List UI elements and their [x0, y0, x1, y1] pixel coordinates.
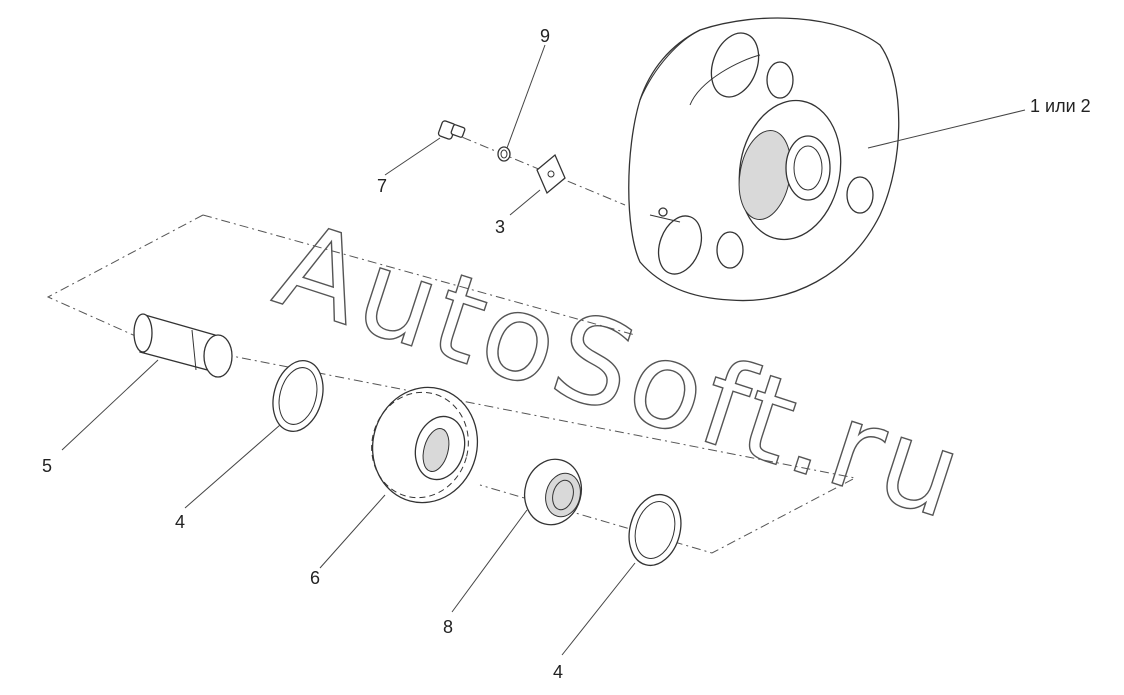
thrust-washer-right	[628, 493, 682, 567]
callout-9: 9	[540, 26, 550, 46]
locking-plate	[536, 153, 566, 195]
bolt	[437, 120, 466, 140]
watermark-text: AutoSoft.ru	[261, 195, 980, 546]
planet-gear	[371, 386, 479, 504]
needle-bearing	[523, 458, 583, 526]
callout-7: 7	[377, 176, 387, 196]
callout-1-or-2: 1 или 2	[1030, 96, 1091, 116]
spring-washer	[497, 146, 511, 162]
callout-6: 6	[310, 568, 320, 588]
callout-3: 3	[495, 217, 505, 237]
callout-labels: 1 или 2 9 7 3 5 4 6 8 4	[42, 26, 1091, 682]
callout-4-left: 4	[175, 512, 185, 532]
leader-lines	[61, 44, 1026, 656]
callout-4-right: 4	[553, 662, 563, 682]
assembly-axes	[46, 129, 857, 554]
callout-8: 8	[443, 617, 453, 637]
planet-carrier-housing	[628, 17, 900, 302]
thrust-washer-left	[272, 360, 324, 432]
callout-5: 5	[42, 456, 52, 476]
axle-pin	[133, 313, 233, 378]
